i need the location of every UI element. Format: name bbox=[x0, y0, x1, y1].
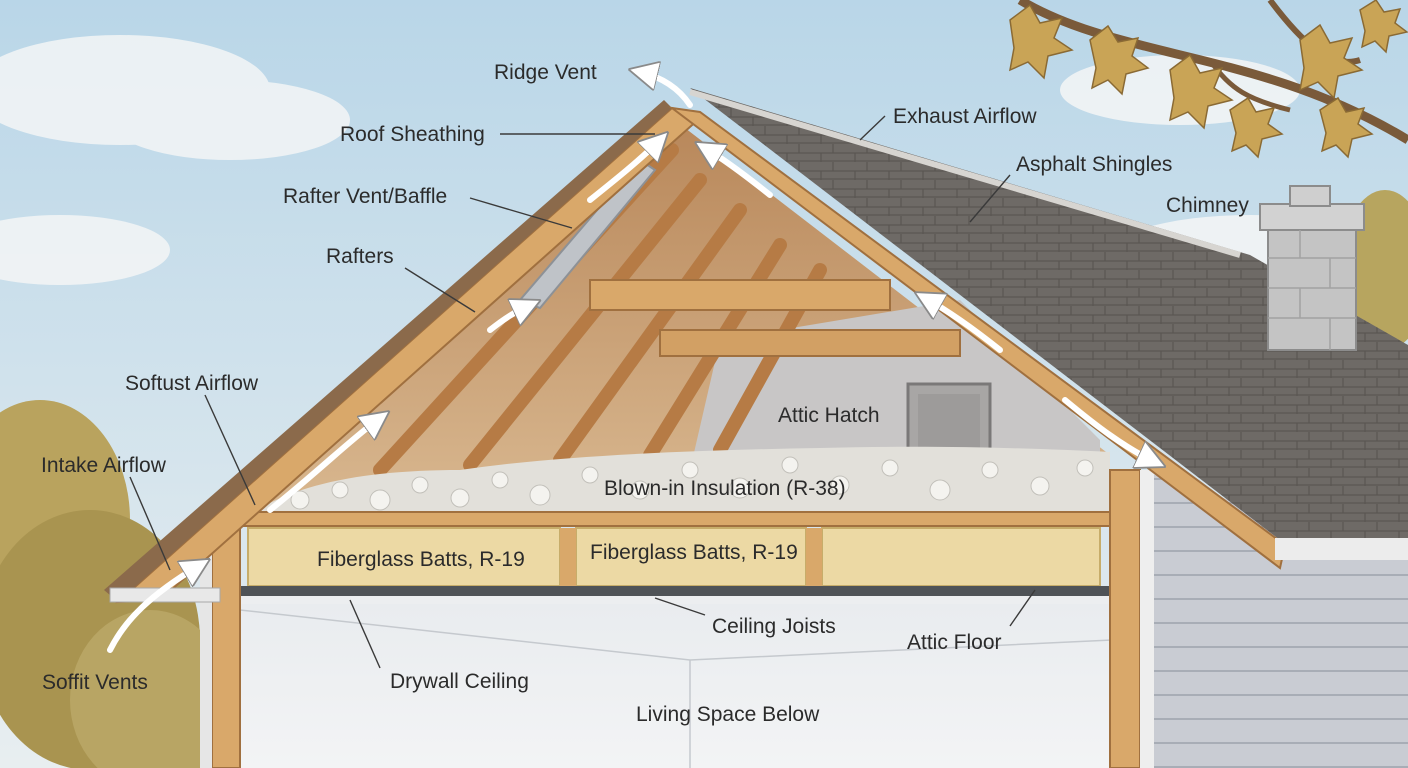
label-drywall-ceiling: Drywall Ceiling bbox=[390, 670, 529, 693]
blown-in-insulation bbox=[250, 446, 1110, 515]
right-wall-stud bbox=[1109, 469, 1141, 768]
label-attic-hatch: Attic Hatch bbox=[778, 404, 880, 427]
label-rafter-vent-baffle: Rafter Vent/Baffle bbox=[283, 185, 448, 208]
left-roof-edge bbox=[104, 100, 672, 602]
collar-ties bbox=[589, 279, 961, 357]
label-soffit-vents: Soffit Vents bbox=[42, 671, 148, 694]
label-blown-in-insulation: Blown-in Insulation (R-38) bbox=[604, 477, 846, 500]
ridge-arrow bbox=[640, 72, 693, 108]
label-intake-airflow: Intake Airflow bbox=[41, 454, 166, 477]
baffle-arrow bbox=[587, 140, 660, 203]
airflow-arrows bbox=[107, 72, 1155, 653]
soffit-arrow-2 bbox=[487, 305, 530, 333]
exhaust-arrow-2 bbox=[925, 298, 1003, 353]
label-exhaust-airflow: Exhaust Airflow bbox=[893, 105, 1037, 128]
label-rafters: Rafters bbox=[326, 245, 394, 268]
label-chimney: Chimney bbox=[1166, 194, 1249, 217]
label-fiberglass-batts-1: Fiberglass Batts, R-19 bbox=[317, 548, 525, 571]
ceiling-joist-beam bbox=[229, 511, 1141, 527]
fiberglass-batts bbox=[247, 527, 1101, 587]
tree-branch bbox=[1009, 0, 1408, 159]
leader-lines bbox=[129, 115, 1036, 669]
intake-arrow bbox=[107, 565, 200, 653]
label-softust-airflow: Softust Airflow bbox=[125, 372, 259, 395]
label-asphalt-shingles: Asphalt Shingles bbox=[1016, 153, 1173, 176]
label-ridge-vent: Ridge Vent bbox=[494, 61, 597, 84]
asphalt-shingle-roof bbox=[690, 88, 1408, 560]
label-fiberglass-batts-2: Fiberglass Batts, R-19 bbox=[590, 541, 798, 564]
living-space bbox=[240, 604, 1112, 768]
label-ceiling-joists: Ceiling Joists bbox=[712, 615, 836, 638]
label-living-space-below: Living Space Below bbox=[636, 703, 820, 726]
drywall-ceiling-board bbox=[220, 586, 1140, 596]
exhaust-arrow-1 bbox=[705, 148, 773, 198]
left-wall-stud bbox=[211, 514, 241, 768]
chimney bbox=[1259, 185, 1365, 351]
soffit-arrow-1 bbox=[267, 418, 380, 513]
label-roof-sheathing: Roof Sheathing bbox=[340, 123, 485, 146]
label-attic-floor: Attic Floor bbox=[907, 631, 1002, 654]
exhaust-arrow-3 bbox=[1062, 397, 1155, 462]
